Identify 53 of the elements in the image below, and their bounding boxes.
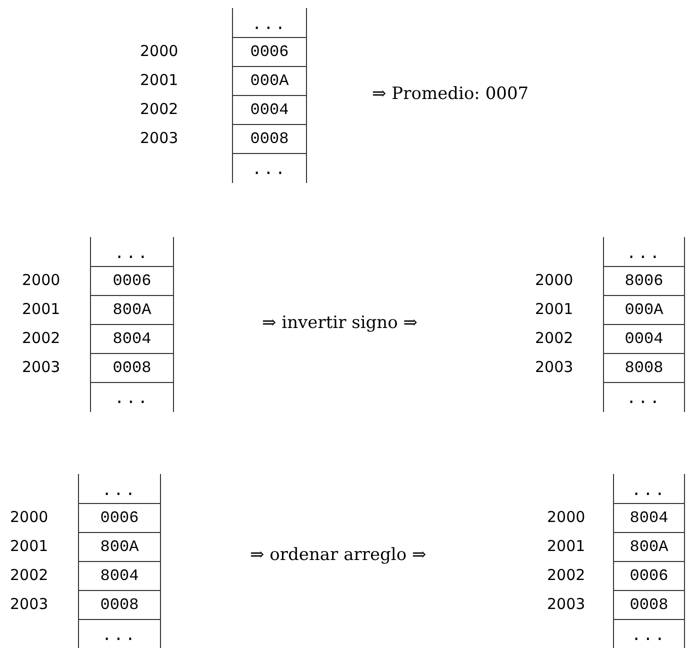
memory-address: 2001 [547, 536, 586, 557]
ellipsis-cell: ... [90, 382, 174, 412]
memory-cell: 8006 [603, 266, 685, 296]
memory-address: 2001 [140, 70, 178, 91]
memory-address: 2001 [535, 299, 574, 320]
memory-cell: 0008 [613, 590, 685, 620]
memory-cell: 000A [603, 295, 685, 325]
memory-cell: 8008 [603, 353, 685, 383]
memory-cell: 8004 [613, 503, 685, 533]
operation-text: ⇒ Promedio: 0007 [372, 84, 529, 104]
ellipsis-cell: ... [613, 619, 685, 648]
memory-address: 2003 [535, 357, 574, 378]
memory-cell: 0004 [603, 324, 685, 354]
memory-address: 2002 [10, 565, 48, 586]
ellipsis-cell: ... [232, 153, 307, 183]
memory-address: 2002 [22, 328, 60, 349]
memory-address: 2001 [10, 536, 48, 557]
ellipsis-cell: ... [78, 619, 161, 648]
memory-cell: 0008 [78, 590, 161, 620]
memory-cell: 800A [90, 295, 174, 325]
memory-cell: 0004 [232, 95, 307, 125]
memory-cell: 0008 [90, 353, 174, 383]
memory-address: 2003 [547, 594, 586, 615]
operation-text: ⇒ invertir signo ⇒ [262, 313, 418, 333]
memory-address: 2000 [535, 270, 574, 291]
memory-address: 2003 [22, 357, 60, 378]
memory-cell: 8004 [90, 324, 174, 354]
memory-address: 2003 [140, 128, 178, 149]
memory-address: 2002 [140, 99, 178, 120]
memory-address: 2000 [10, 507, 48, 528]
memory-cell: 800A [613, 532, 685, 562]
memory-cell: 0006 [613, 561, 685, 591]
memory-cell: 0006 [78, 503, 161, 533]
ellipsis-cell: ... [603, 382, 685, 412]
memory-cell: 000A [232, 66, 307, 96]
memory-cell: 8004 [78, 561, 161, 591]
ellipsis-cell: ... [603, 237, 685, 267]
memory-address: 2002 [535, 328, 574, 349]
memory-cell: 800A [78, 532, 161, 562]
memory-cell: 0008 [232, 124, 307, 154]
memory-cell: 0006 [90, 266, 174, 296]
ellipsis-cell: ... [90, 237, 174, 267]
memory-address: 2000 [140, 41, 178, 62]
memory-address: 2000 [22, 270, 60, 291]
ellipsis-cell: ... [78, 474, 161, 504]
memory-address: 2000 [547, 507, 586, 528]
memory-address: 2001 [22, 299, 60, 320]
operation-text: ⇒ ordenar arreglo ⇒ [250, 545, 426, 565]
ellipsis-cell: ... [232, 8, 307, 38]
memory-address: 2003 [10, 594, 48, 615]
ellipsis-cell: ... [613, 474, 685, 504]
memory-address: 2002 [547, 565, 586, 586]
memory-cell: 0006 [232, 37, 307, 67]
